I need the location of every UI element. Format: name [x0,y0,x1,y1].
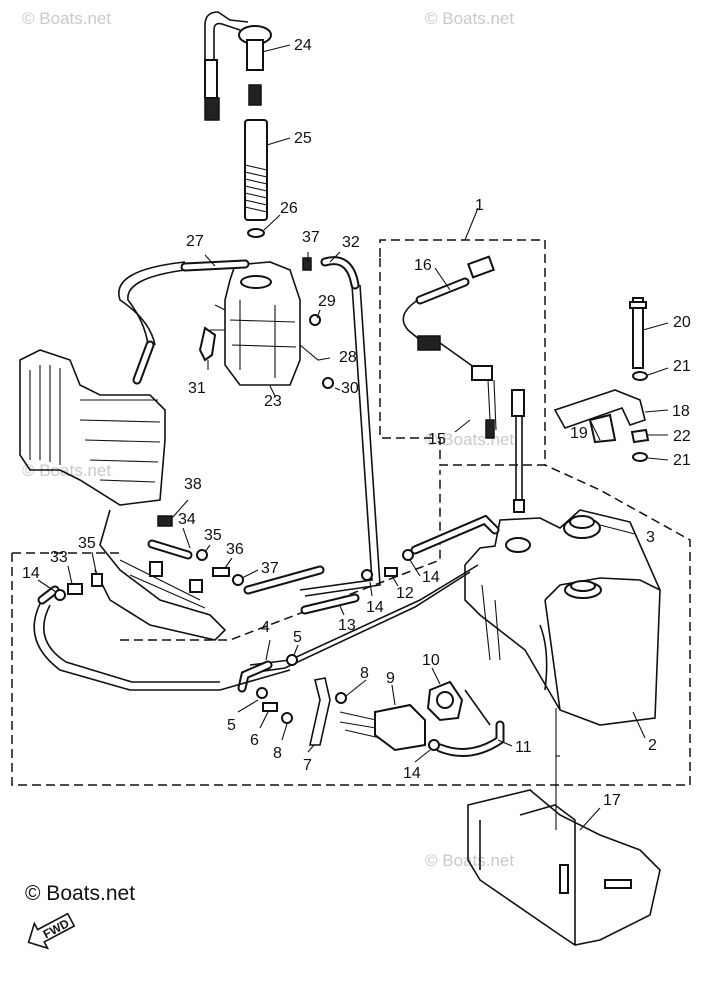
part-labels: 1 2 3 4 5 5 6 7 8 8 9 10 11 12 13 14 14 … [22,37,691,809]
bolt-30 [322,377,334,389]
engine-housing [19,349,227,641]
label-35a: 35 [78,535,96,552]
label-29: 29 [318,293,336,310]
label-21b: 21 [673,452,691,469]
fuel-pump [339,703,426,752]
fuel-cap [563,515,601,539]
label-23: 23 [264,393,282,410]
leader-lines [37,251,560,763]
label-8b: 8 [273,745,282,762]
label-35b: 35 [204,527,222,544]
label-27: 27 [186,233,204,250]
label-6: 6 [250,732,259,749]
label-26: 26 [280,200,298,217]
label-24: 24 [294,37,312,54]
watermark-main: © Boats.net [25,882,135,905]
clip-37 [302,257,312,271]
hose-clamps [54,515,440,751]
watermark-top-right: © Boats.net [425,9,514,28]
washer-26 [247,228,265,238]
label-5a: 5 [293,629,302,646]
label-21a: 21 [673,358,691,375]
label-20: 20 [673,314,691,331]
label-8a: 8 [360,665,369,682]
label-32: 32 [342,234,360,251]
label-4: 4 [261,619,270,636]
washer-21-bottom [632,452,648,462]
label-37a: 37 [302,229,320,246]
reservoir-tank [210,261,301,386]
label-3: 3 [646,529,655,546]
fuel-tank [464,509,661,726]
bolt-20 [632,297,644,369]
label-5b: 5 [227,717,236,734]
label-25: 25 [294,130,312,147]
label-1: 1 [475,197,484,214]
tank-assembly-boundary [11,464,691,786]
watermark-bottom-right: © Boats.net [425,851,514,870]
label-36: 36 [226,541,244,558]
assembly-1-boundary [379,239,546,466]
watermark-mid-left: © Boats.net [22,461,111,480]
watermark-top-left: © Boats.net [22,9,111,28]
label-22: 22 [673,428,691,445]
label-15: 15 [428,431,446,448]
label-28: 28 [339,349,357,366]
label-14d: 14 [403,765,421,782]
label-2: 2 [648,737,657,754]
label-38: 38 [184,476,202,493]
label-14b: 14 [366,599,384,616]
filter-element [244,119,268,221]
tank-tray [467,789,661,946]
mounting-bracket [553,389,646,444]
washer-21-top [632,371,648,381]
fwd-arrow-icon: FWD [27,912,76,950]
label-9: 9 [386,670,395,687]
label-31: 31 [188,380,206,397]
label-30: 30 [341,380,359,397]
label-34: 34 [178,511,196,528]
fitting-29 [309,314,321,326]
nut-22 [630,428,650,444]
label-18: 18 [672,403,690,420]
label-37b: 37 [261,560,279,577]
label-12: 12 [396,585,414,602]
hose-7 [309,677,331,746]
label-14a: 14 [22,565,40,582]
label-19: 19 [570,425,588,442]
fuel-filter [426,680,464,722]
label-7: 7 [303,757,312,774]
label-10: 10 [422,652,440,669]
label-33: 33 [50,549,68,566]
engine-side-boundary [12,470,441,641]
label-14c: 14 [422,569,440,586]
label-17: 17 [603,792,621,809]
sensor-31 [198,326,217,362]
fuel-level-sender-assembly [402,255,525,513]
label-11: 11 [515,739,532,756]
label-13: 13 [338,617,356,634]
label-16: 16 [414,257,432,274]
fwd-label: FWD [41,916,72,941]
filler-hose-fitting [204,11,272,121]
